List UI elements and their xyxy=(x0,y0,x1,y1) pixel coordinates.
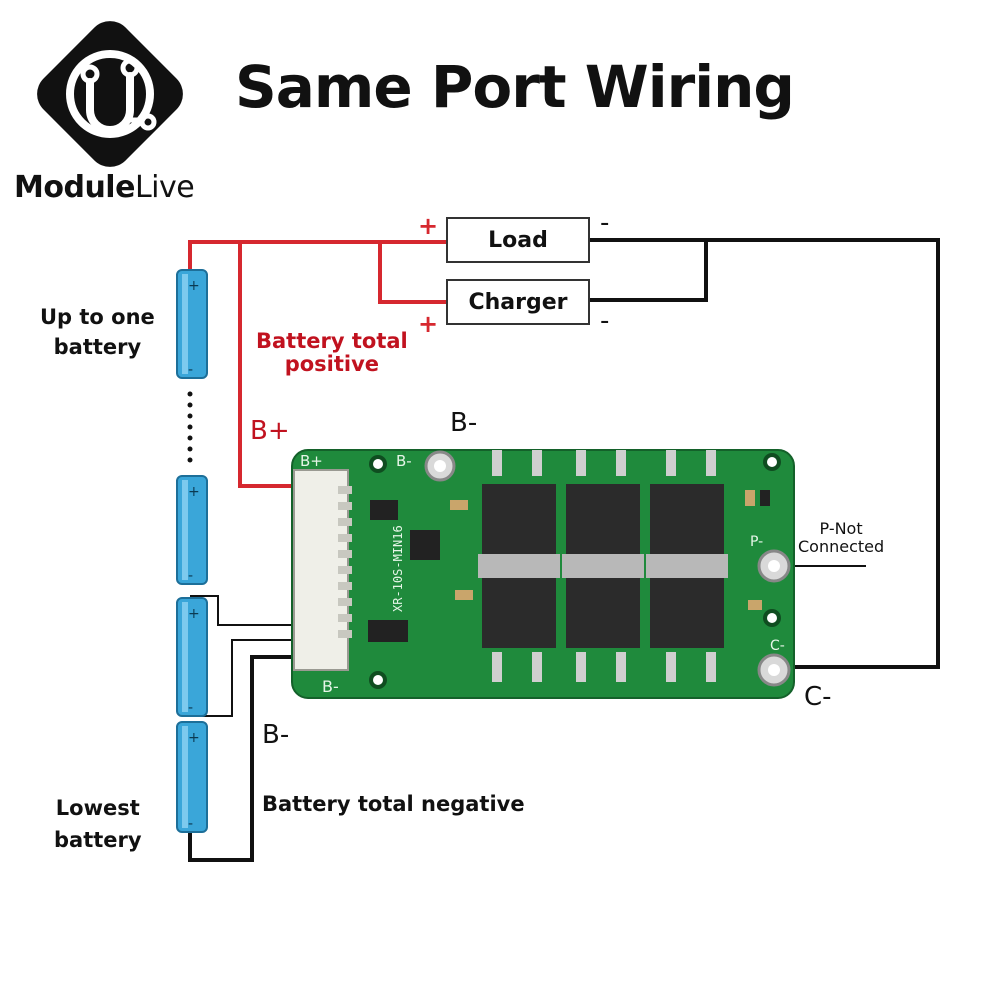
positive-wires xyxy=(188,240,448,488)
pcb-silk-b-plus: B+ xyxy=(300,452,323,470)
mosfet-tabs xyxy=(478,554,728,578)
p-not-connected-line1: P-Not xyxy=(819,519,863,538)
svg-text:-: - xyxy=(188,816,193,832)
svg-text:-: - xyxy=(188,700,193,716)
svg-text:-: - xyxy=(188,362,193,378)
mosfet-legs xyxy=(492,450,716,682)
svg-text:-: - xyxy=(188,568,193,584)
bms-pcb-board: B+ B- B- P- C- XR-10S-MIN16 xyxy=(291,449,795,699)
battery-cell-bottom: + - xyxy=(176,721,208,833)
battery-total-positive-line2: positive xyxy=(284,352,380,376)
top-battery-label-line1: Up to one xyxy=(40,305,155,329)
brand-name-light: Live xyxy=(134,170,195,205)
svg-text:+: + xyxy=(188,278,200,294)
page-title: Same Port Wiring xyxy=(235,53,795,121)
battery-chain-dots xyxy=(187,391,193,463)
modulelive-logo-icon xyxy=(37,21,183,167)
lowest-battery-label-line1: Lowest xyxy=(55,796,140,820)
load-label: Load xyxy=(488,227,548,253)
b-minus-top-label: B- xyxy=(450,408,478,438)
brand-name-bold: Module xyxy=(14,170,135,205)
charger-box: Charger xyxy=(446,279,590,325)
battery-total-positive-label: Battery total positive xyxy=(256,330,408,376)
charger-plus-symbol: + xyxy=(418,310,439,338)
load-minus-symbol: - xyxy=(600,208,610,238)
balance-wires xyxy=(190,565,866,717)
battery-cell-3: + - xyxy=(176,597,208,717)
negative-wires xyxy=(188,238,940,862)
pcb-silk-c: C- xyxy=(770,638,785,654)
charger-label: Charger xyxy=(468,289,568,315)
pcb-silk-p: P- xyxy=(750,534,763,550)
p-not-connected-label: P-Not Connected xyxy=(798,519,885,557)
lowest-battery-label: Lowest battery xyxy=(54,792,142,856)
b-plus-label: B+ xyxy=(250,416,290,446)
load-plus-symbol: + xyxy=(418,212,439,240)
charger-minus-symbol: - xyxy=(600,306,610,336)
svg-text:+: + xyxy=(188,730,200,746)
pcb-model-text: XR-10S-MIN16 xyxy=(391,525,405,612)
battery-total-positive-line1: Battery total xyxy=(256,329,408,353)
load-box: Load xyxy=(446,217,590,263)
pcb-silk-b-minus-top: B- xyxy=(396,452,412,470)
p-not-connected-line2: Connected xyxy=(798,537,885,557)
lowest-battery-label-line2: battery xyxy=(54,828,142,852)
b-minus-bottom-label: B- xyxy=(262,720,290,750)
pcb-silk-b-minus-bottom: B- xyxy=(322,677,339,696)
top-battery-label: Up to one battery xyxy=(40,302,155,362)
brand-wordmark: ModuleLive xyxy=(14,170,195,205)
mosfet-array xyxy=(482,484,724,648)
battery-cell-top: + - xyxy=(176,269,208,379)
battery-total-negative-label: Battery total negative xyxy=(262,792,525,816)
battery-cells: + - + - + - + - xyxy=(176,269,208,833)
battery-cell-2: + - xyxy=(176,475,208,585)
svg-text:+: + xyxy=(188,484,200,500)
svg-text:+: + xyxy=(188,606,200,622)
c-minus-label: C- xyxy=(804,682,832,712)
top-battery-label-line2: battery xyxy=(53,335,142,359)
